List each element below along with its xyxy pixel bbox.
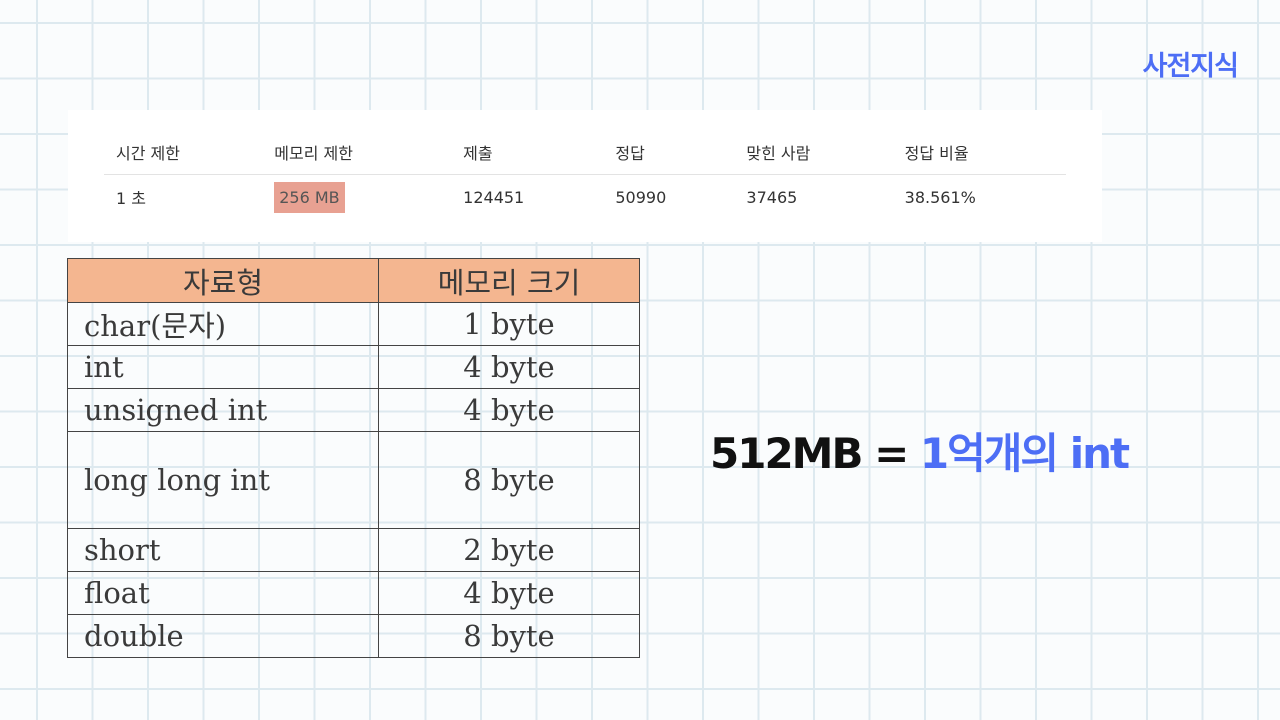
problem-info-header-row: 시간 제한 메모리 제한 제출 정답 맞힌 사람 정답 비율 — [104, 130, 1066, 175]
value-submissions: 124451 — [463, 187, 525, 207]
problem-info-value-row: 1 초 256 MB 124451 50990 37465 38.561% — [104, 175, 1066, 220]
data-type-size-table: 자료형 메모리 크기 char(문자) 1 byte int 4 byte un… — [67, 258, 640, 658]
type-cell: short — [67, 528, 379, 572]
problem-info-panel: 시간 제한 메모리 제한 제출 정답 맞힌 사람 정답 비율 1 초 256 M… — [68, 110, 1102, 242]
header-accept-rate: 정답 비율 — [892, 130, 1066, 175]
statement-lhs: 512MB = — [710, 429, 920, 478]
type-cell: double — [67, 614, 379, 658]
size-cell: 4 byte — [378, 388, 640, 432]
table-row: int 4 byte — [67, 345, 640, 389]
size-cell: 8 byte — [378, 431, 640, 529]
value-accepted: 50990 — [615, 187, 667, 207]
type-cell: unsigned int — [67, 388, 379, 432]
value-accept-rate: 38.561% — [904, 187, 976, 207]
type-cell: int — [67, 345, 379, 389]
header-submissions: 제출 — [451, 130, 604, 175]
value-solvers: 37465 — [746, 187, 798, 207]
size-cell: 8 byte — [378, 614, 640, 658]
size-cell: 2 byte — [378, 528, 640, 572]
table-row: float 4 byte — [67, 571, 640, 615]
table-row: char(문자) 1 byte — [67, 302, 640, 346]
value-memory-limit-cell: 256 MB — [262, 175, 451, 220]
header-time-limit: 시간 제한 — [104, 130, 263, 175]
problem-info-table: 시간 제한 메모리 제한 제출 정답 맞힌 사람 정답 비율 1 초 256 M… — [104, 130, 1066, 219]
type-cell: char(문자) — [67, 302, 379, 346]
size-cell: 1 byte — [378, 302, 640, 346]
value-memory-limit: 256 MB — [274, 181, 345, 213]
table-header-row: 자료형 메모리 크기 — [67, 258, 640, 303]
header-data-type: 자료형 — [67, 258, 379, 303]
type-cell: long long int — [67, 431, 379, 529]
table-row: unsigned int 4 byte — [67, 388, 640, 432]
table-row: double 8 byte — [67, 614, 640, 658]
value-time-limit: 1 초 — [116, 189, 146, 208]
header-accepted: 정답 — [603, 130, 735, 175]
memory-equivalence-statement: 512MB = 1억개의 int — [710, 420, 1130, 481]
type-cell: float — [67, 571, 379, 615]
table-row: short 2 byte — [67, 528, 640, 572]
header-memory-limit: 메모리 제한 — [262, 130, 452, 175]
section-badge: 사전지식 — [1142, 51, 1239, 82]
header-memory-size: 메모리 크기 — [378, 258, 640, 303]
header-solvers: 맞힌 사람 — [734, 130, 893, 175]
size-cell: 4 byte — [378, 345, 640, 389]
table-row: long long int 8 byte — [67, 431, 640, 529]
statement-rhs: 1억개의 int — [919, 429, 1130, 478]
size-cell: 4 byte — [378, 571, 640, 615]
